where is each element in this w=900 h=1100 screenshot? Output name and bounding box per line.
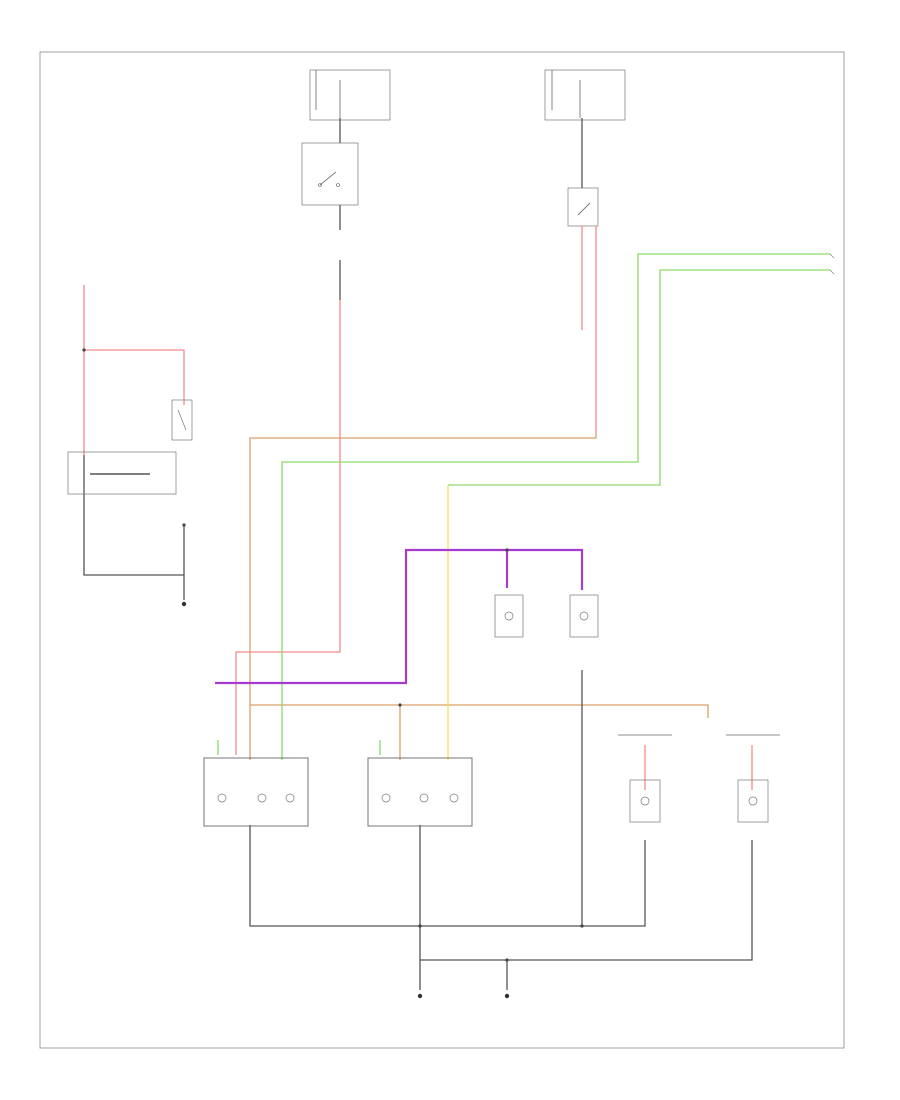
- wire-red-center: [235, 300, 341, 755]
- wire-green-outer: [281, 253, 830, 760]
- fuse-box-top-center: [309, 69, 391, 121]
- off-page-connector-1: [829, 253, 835, 259]
- ground-right: [504, 993, 510, 999]
- wire-orange-upper: [249, 435, 597, 760]
- wire-black-left-module: [83, 455, 185, 600]
- wire-red-right: [581, 226, 597, 435]
- wire-red-lower-right: [644, 745, 753, 790]
- right-license-lamp: [737, 779, 769, 823]
- ground-left: [181, 601, 423, 999]
- wire-green-inner: [448, 269, 830, 486]
- wire-orange-lower: [250, 704, 709, 718]
- wire-purple-main: [215, 548, 584, 685]
- wire-green-ticks: [217, 740, 381, 755]
- turn-signal-flasher: [171, 399, 193, 441]
- splice-points: [82, 348, 584, 962]
- wire-black-ground-bus: [249, 670, 753, 990]
- high-mount-stop-lamp: [569, 594, 599, 638]
- left-license-lamp: [629, 779, 661, 823]
- right-rear-combination-lamp: [367, 757, 473, 827]
- diagram-border: [39, 51, 845, 1049]
- left-rear-combination-lamp: [203, 757, 309, 827]
- off-page-connector-2: [829, 269, 835, 275]
- hazard-switch-module: [67, 451, 177, 495]
- fuse-box-top-right: [544, 69, 626, 121]
- stop-lamp-switch: [567, 187, 599, 227]
- combination-switch: [301, 142, 359, 206]
- wire-red-left: [83, 285, 185, 455]
- left-stop-lamp: [494, 594, 524, 638]
